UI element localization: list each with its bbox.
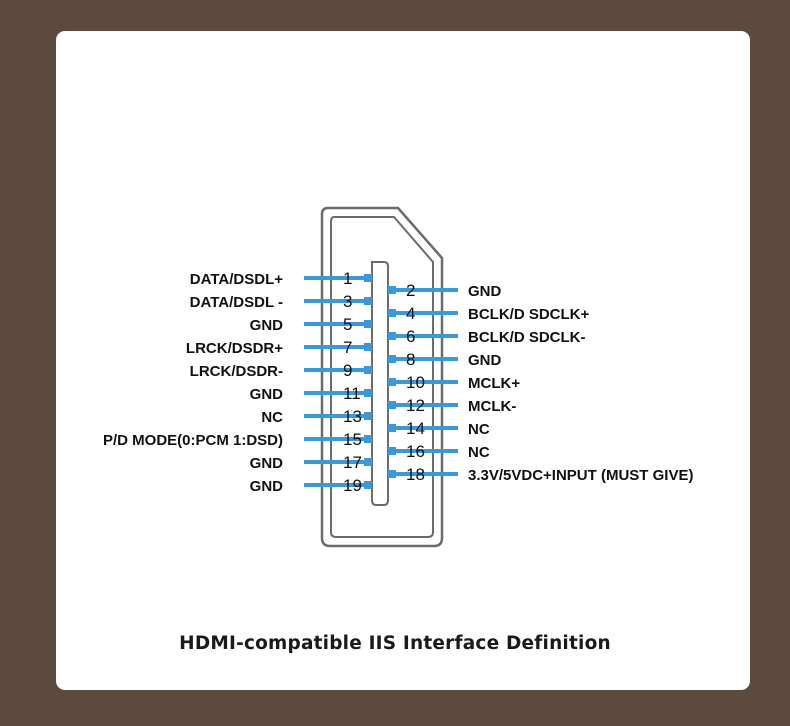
pin-label: DATA/DSDL+ [190, 271, 283, 288]
pin-pad [364, 274, 372, 282]
pin-pad [388, 470, 396, 478]
pin-label: P/D MODE(0:PCM 1:DSD) [103, 432, 283, 449]
pin-label: GND [250, 455, 284, 472]
pin-label: BCLK/D SDCLK- [468, 329, 586, 346]
pin-pad [388, 378, 396, 386]
pin-number: 17 [343, 453, 362, 472]
pin-label: GND [468, 283, 502, 300]
pin-number: 7 [343, 338, 352, 357]
pin-pad [388, 355, 396, 363]
pin-label: NC [261, 409, 283, 426]
pin-number: 18 [406, 465, 425, 484]
pin-number: 12 [406, 396, 425, 415]
pin-label: MCLK- [468, 398, 516, 415]
pin-pad [364, 297, 372, 305]
pin-16: 16 NC [388, 442, 490, 461]
pin-pad [364, 366, 372, 374]
pin-label: LRCK/DSDR+ [186, 340, 283, 357]
pin-11: 11 GND [250, 384, 372, 403]
pin-number: 2 [406, 281, 415, 300]
pin-number: 10 [406, 373, 425, 392]
pin-number: 5 [343, 315, 352, 334]
pin-2: 2 GND [388, 281, 502, 300]
pin-label: NC [468, 421, 490, 438]
pin-label: LRCK/DSDR- [190, 363, 283, 380]
pin-pad [388, 424, 396, 432]
pin-pad [388, 447, 396, 455]
pin-pad [388, 309, 396, 317]
pin-14: 14 NC [388, 419, 490, 438]
pin-number: 15 [343, 430, 362, 449]
pin-label: 3.3V/5VDC+INPUT (MUST GIVE) [468, 467, 693, 484]
pin-18: 18 3.3V/5VDC+INPUT (MUST GIVE) [388, 465, 693, 484]
pin-pad [364, 343, 372, 351]
pin-label: GND [250, 478, 284, 495]
pin-pad [364, 435, 372, 443]
pin-12: 12 MCLK- [388, 396, 516, 415]
pin-7: 7 LRCK/DSDR+ [186, 338, 372, 357]
pin-pad [364, 320, 372, 328]
pin-1: 1 DATA/DSDL+ [190, 269, 372, 288]
pin-13: 13 NC [261, 407, 372, 426]
pin-number: 8 [406, 350, 415, 369]
pin-17: 17 GND [250, 453, 372, 472]
pin-label: BCLK/D SDCLK+ [468, 306, 589, 323]
connector-center-tongue [371, 261, 389, 506]
pin-8: 8 GND [388, 350, 502, 369]
pin-10: 10 MCLK+ [388, 373, 520, 392]
connector-inner-outline [330, 216, 434, 538]
pin-number: 9 [343, 361, 352, 380]
pin-number: 16 [406, 442, 425, 461]
pin-pad [388, 401, 396, 409]
pin-number: 4 [406, 304, 415, 323]
pin-6: 6 BCLK/D SDCLK- [388, 327, 586, 346]
pin-number: 14 [406, 419, 425, 438]
diagram-caption: HDMI-compatible IIS Interface Definition [179, 633, 611, 654]
pin-label: GND [250, 386, 284, 403]
pin-pad [388, 332, 396, 340]
pin-9: 9 LRCK/DSDR- [190, 361, 372, 380]
pin-label: GND [468, 352, 502, 369]
pin-number: 3 [343, 292, 352, 311]
pin-number: 19 [343, 476, 362, 495]
pin-pad [364, 481, 372, 489]
pin-number: 11 [343, 384, 361, 403]
pin-15: 15 P/D MODE(0:PCM 1:DSD) [103, 430, 372, 449]
pin-pad [388, 286, 396, 294]
pin-label: NC [468, 444, 490, 461]
pin-label: GND [250, 317, 284, 334]
pin-pad [364, 412, 372, 420]
pin-pad [364, 458, 372, 466]
pin-19: 19 GND [250, 476, 372, 495]
pin-number: 6 [406, 327, 415, 346]
pin-label: MCLK+ [468, 375, 520, 392]
pin-pad [364, 389, 372, 397]
pin-5: 5 GND [250, 315, 372, 334]
pin-3: 3 DATA/DSDL - [190, 292, 372, 311]
pin-4: 4 BCLK/D SDCLK+ [388, 304, 589, 323]
connector-outer-outline [320, 206, 444, 548]
pin-label: DATA/DSDL - [190, 294, 283, 311]
pin-number: 13 [343, 407, 362, 426]
pin-number: 1 [343, 269, 352, 288]
